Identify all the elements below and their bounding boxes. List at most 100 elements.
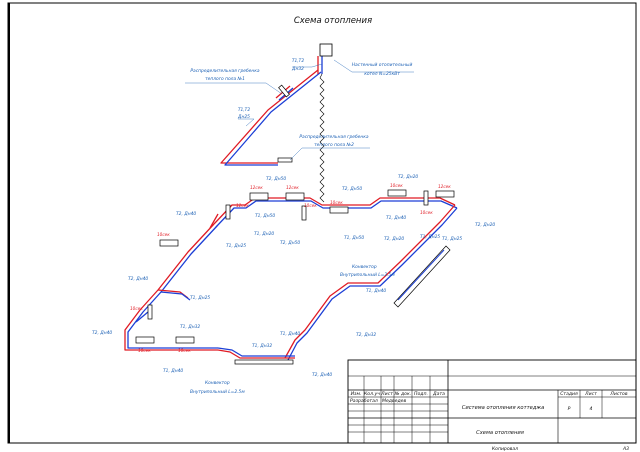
label-t1t2-2: Дн25	[237, 114, 250, 120]
supply-main-top	[213, 197, 456, 225]
pipe-jog-ret	[160, 291, 191, 301]
label-t1-dn50-b: Т1, Дн50	[344, 235, 364, 241]
label-manifold1-2: теплого пола №1	[205, 76, 245, 82]
radiator-r11	[135, 336, 155, 344]
leader-manifold2	[289, 147, 370, 161]
manifold2-symbol	[277, 157, 293, 163]
label-t1-dn25-d: Т1, Дн25	[420, 234, 440, 240]
label-boiler-pipe-2: Дн32	[291, 66, 304, 72]
label-convector1-2: Внутрипольный L=2.5м	[340, 272, 395, 278]
label-t2-dn40-d: Т2, Дн40	[312, 372, 332, 378]
rad-label-r10: 10сек	[130, 306, 143, 311]
supply-left-diagonal	[124, 223, 218, 351]
radiator-r12	[175, 336, 195, 344]
label-t2-dn50-c: Т2, Дн50	[280, 240, 300, 246]
supply-right-branch	[284, 204, 456, 359]
convector-right-symbol	[393, 245, 451, 308]
label-t1-dn50-a: Т1, Дн50	[255, 213, 275, 219]
drawing-title: Схема отопления	[294, 16, 372, 26]
label-t1-dn32-a: Т1, Дн32	[180, 324, 200, 330]
rad-label-r1: 10сек	[157, 232, 170, 237]
convectors	[234, 245, 451, 365]
tb-sheets-header: Листов	[609, 391, 627, 397]
title-block	[347, 359, 637, 444]
rad-label-r4: 12сек	[236, 203, 249, 208]
chain-line	[319, 73, 325, 203]
footer-format: А3	[622, 446, 629, 452]
label-convector2-2: Внутрипольный L=2.5м	[190, 389, 245, 395]
radiator-r6	[387, 189, 407, 197]
label-t1-dn32-b: Т1, Дн32	[252, 343, 272, 349]
rad-label-r11: 10сек	[138, 348, 151, 353]
footer-copied: Копировал	[492, 446, 518, 452]
convector-bottom-symbol	[234, 359, 294, 365]
tb-stage-header: Стадия	[560, 391, 578, 397]
radiators	[135, 189, 455, 344]
supply-bottom	[217, 349, 295, 359]
label-convector1-1: Конвектор	[352, 264, 377, 270]
label-manifold2-2: теплого пола №2	[314, 142, 354, 148]
radiator-r3	[285, 192, 305, 201]
radiator-r7	[423, 190, 429, 206]
rad-label-r3: 12сек	[286, 185, 299, 190]
tb-developer-name: Медведев	[382, 398, 407, 404]
label-t1-dn40-a: Т1, Дн40	[386, 215, 406, 221]
label-manifold1-1: Распределительная гребенка	[190, 68, 259, 74]
label-t2-dn40-b: Т2, Дн40	[128, 276, 148, 282]
label-boiler-1: Настенный отопительный	[352, 62, 413, 68]
radiator-r2	[249, 192, 269, 201]
radiator-r1	[159, 239, 179, 247]
rad-stub-1	[135, 311, 149, 323]
radiator-r10	[147, 304, 153, 320]
tb-sheet: 4	[590, 406, 593, 412]
label-t1-dn25-b: Т1, Дн25	[442, 236, 462, 242]
label-t1-dn25-c: Т1, Дн25	[190, 295, 210, 301]
radiator-r8	[435, 190, 455, 198]
manifold1-symbol	[278, 84, 290, 98]
rad-label-r12: 10сек	[178, 348, 191, 353]
label-manifold2-1: Распределительная гребенка	[299, 134, 368, 140]
tb-header-list: Лист	[380, 391, 393, 397]
rad-label-r5: 10сек	[330, 200, 343, 205]
label-t2-dn50-b: Т2, Дн50	[342, 186, 362, 192]
tb-header-podp: Подп.	[414, 391, 428, 397]
rad-label-r2: 12сек	[250, 185, 263, 190]
return-main-top	[215, 200, 458, 228]
binding-margin	[8, 3, 10, 443]
label-t1-dn40-b: Т1, Дн40	[366, 288, 386, 294]
return-right-branch	[287, 207, 458, 361]
return-bottom	[217, 347, 295, 357]
leader-manifold1	[185, 82, 283, 95]
convector-right-pipe	[397, 249, 445, 301]
label-t2-dn20-b: Т2, Дн20	[475, 222, 495, 228]
label-t1-dn40-c: Т1, Дн40	[280, 331, 300, 337]
label-t2-dn20-a: Т2, Дн20	[398, 174, 418, 180]
radiator-r9	[301, 205, 307, 221]
boiler-symbol	[319, 43, 333, 57]
label-t1-dn25-a: Т1, Дн25	[226, 243, 246, 249]
tb-header-doc: № док.	[394, 391, 411, 397]
label-convector2-1: Конвектор	[205, 380, 230, 386]
tb-header-data: Дата	[432, 391, 445, 397]
tb-sheet-title: Схема отопления	[476, 430, 524, 436]
label-t1-dn40-d: Т1, Дн40	[163, 368, 183, 374]
radiator-r5	[329, 206, 349, 214]
rad-label-r6: 10сек	[390, 183, 403, 188]
label-t2-dn50-a: Т2, Дн50	[266, 176, 286, 182]
rad-label-r9: 10сек	[304, 203, 317, 208]
tb-sheet-header: Лист	[584, 391, 597, 397]
pipe-network	[124, 56, 458, 361]
annotations	[185, 59, 414, 161]
leader-t1t2	[238, 118, 255, 127]
tb-stage: Р	[568, 406, 571, 412]
label-boiler-2: котел N=25кВт	[364, 71, 400, 77]
leader-boiler-pipe	[292, 63, 323, 68]
rad-label-r7: 10сек	[420, 210, 433, 215]
tb-header-izm: Изм.	[351, 391, 362, 397]
supply-pipe-upper	[220, 69, 319, 164]
tb-developed-label: Разработал	[350, 398, 378, 404]
label-boiler-pipe-1: Т1,Т2	[292, 58, 305, 64]
rad-stub-2	[209, 213, 219, 229]
tb-system-title: Система отопления коттеджа	[462, 405, 545, 411]
